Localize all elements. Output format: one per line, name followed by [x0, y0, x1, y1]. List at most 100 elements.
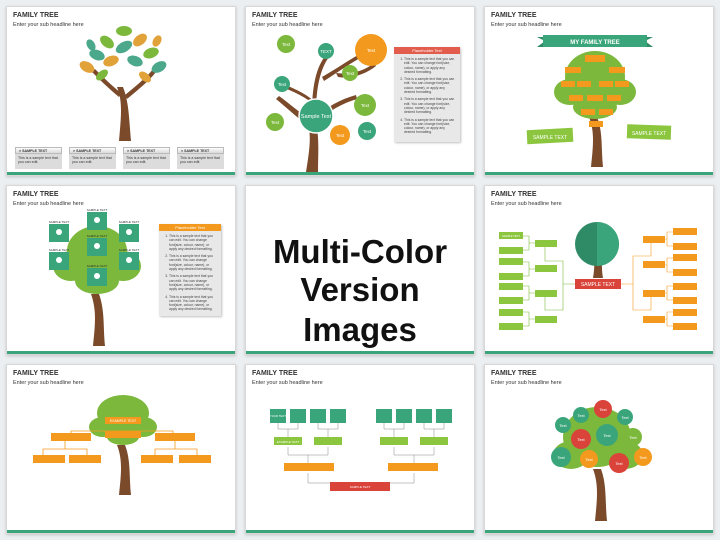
info-box-4: > SAMPLE TEXT This is a sample text that…	[177, 147, 224, 173]
banner-tree-illustration: MY FAMILY TREE SAMPLE TEXT SAMPLE TEXT	[526, 35, 672, 167]
circle-label: Text	[621, 415, 629, 420]
bubble-label: Text	[361, 103, 370, 108]
info-box-label: > SAMPLE TEXT	[69, 147, 116, 154]
placeholder-panel: Placeholder Text This is a sample text t…	[159, 224, 221, 316]
flag-left-label: SAMPLE TEXT	[533, 135, 567, 141]
panel-item: This is a sample text that you can edit.…	[404, 77, 456, 94]
panel-item: This is a sample text that you can edit.…	[169, 274, 217, 291]
bubble-label-center: Sample Text	[301, 114, 332, 120]
circle-label: Text	[577, 413, 585, 418]
info-box-label: > SAMPLE TEXT	[177, 147, 224, 154]
slide-subtitle: Enter your sub headline here	[13, 201, 84, 207]
circle-labels: Text Text Text Text Text Text Text Text …	[557, 407, 647, 466]
panel-list: This is a sample text that you can edit.…	[159, 231, 221, 318]
slide-subtitle: Enter your sub headline here	[491, 380, 562, 386]
bubble-label: Text	[278, 82, 287, 87]
slide-title: FAMILY TREE	[491, 370, 537, 377]
portrait-name: SAMPLE TEXT	[87, 264, 108, 268]
bubble-label: Text	[346, 71, 355, 76]
example-text-label: EXAMPLE TEXT	[277, 440, 300, 444]
leaf-label: SAMPLE TEXT	[502, 234, 520, 238]
slide-title: FAMILY TREE	[13, 12, 59, 19]
portrait-name: SAMPLE TEXT	[49, 248, 70, 252]
slide-subtitle: Enter your sub headline here	[252, 22, 323, 28]
flag-right-label: SAMPLE TEXT	[632, 131, 666, 137]
slide-thumbnail-3[interactable]: FAMILY TREE Enter your sub headline here…	[484, 6, 714, 176]
slide-thumbnail-7[interactable]: FAMILY TREE Enter your sub headline here…	[245, 364, 475, 534]
panel-header: Placeholder Text	[159, 224, 221, 231]
circle-label: Text	[615, 461, 623, 466]
caption-line-1: Multi-Color	[272, 233, 448, 270]
bubble-label: Text	[336, 133, 345, 138]
sample-text-label: SAMPLE TEXT	[350, 485, 371, 489]
bubble-labels: Text Text TEXT Text Text Text Text Text …	[271, 42, 376, 138]
center-label: SAMPLE TEXT	[581, 282, 615, 288]
portrait-name: SAMPLE TEXT	[119, 248, 140, 252]
bubble-label: Text	[282, 42, 291, 47]
info-box-text: This is a sample text that you can edit.	[69, 154, 116, 169]
circle-label: Text	[629, 435, 637, 440]
slide-subtitle: Enter your sub headline here	[491, 201, 562, 207]
circle-label: Text	[577, 437, 585, 442]
placeholder-panel: Placeholder Text This is a sample text t…	[394, 47, 460, 142]
portrait-name: SAMPLE TEXT	[87, 208, 108, 212]
bracket-tree-illustration: SAMPLE TEXT SAMPLE TEXT	[499, 222, 697, 330]
slide-thumbnail-6[interactable]: FAMILY TREE Enter your sub headline here…	[6, 364, 236, 534]
bubble-label: Text	[367, 48, 376, 53]
panel-item: This is a sample text that you can edit.…	[404, 57, 456, 74]
caption-line-2: Version Images	[300, 271, 420, 348]
slide-thumbnail-5[interactable]: FAMILY TREE Enter your sub headline here…	[484, 185, 714, 355]
circle-label: Text	[585, 457, 593, 462]
slide-title: FAMILY TREE	[252, 370, 298, 377]
slide-title: FAMILY TREE	[13, 191, 59, 198]
portrait-name: SAMPLE TEXT	[49, 220, 70, 224]
panel-header: Placeholder Text	[394, 47, 460, 54]
panel-item: This is a sample text that you can edit.…	[404, 97, 456, 114]
info-box-label: > SAMPLE TEXT	[123, 147, 170, 154]
portrait-tree-illustration: SAMPLE TEXT SAMPLE TEXT SAMPLE TEXT SAMP…	[49, 208, 141, 346]
info-box-2: > SAMPLE TEXT This is a sample text that…	[69, 147, 116, 173]
slide-title: FAMILY TREE	[491, 12, 537, 19]
info-box-3: > SAMPLE TEXT This is a sample text that…	[123, 147, 170, 173]
slide-title: FAMILY TREE	[491, 191, 537, 198]
slide-subtitle: Enter your sub headline here	[252, 380, 323, 386]
portrait-name: SAMPLE TEXT	[87, 234, 108, 238]
slide-subtitle: Enter your sub headline here	[13, 380, 84, 386]
caption-tile: Multi-Color Version Images	[245, 185, 475, 355]
panel-item: This is a sample text that you can edit.…	[169, 234, 217, 251]
slide-subtitle: Enter your sub headline here	[491, 22, 562, 28]
portrait-name: SAMPLE TEXT	[119, 220, 140, 224]
org-node-label: EXAMPLE TEXT	[110, 419, 137, 423]
circle-label: Text	[557, 455, 565, 460]
panel-item: This is a sample text that you can edit.…	[169, 295, 217, 312]
slide-title: FAMILY TREE	[252, 12, 298, 19]
slide-thumbnail-8[interactable]: FAMILY TREE Enter your sub headline here…	[484, 364, 714, 534]
panel-item: This is a sample text that you can edit.…	[169, 254, 217, 271]
info-box-text: This is a sample text that you can edit.	[123, 154, 170, 169]
info-box-text: This is a sample text that you can edit.	[15, 154, 62, 169]
slide-title: FAMILY TREE	[13, 370, 59, 377]
info-box-1: > SAMPLE TEXT This is a sample text that…	[15, 147, 62, 173]
circle-label: Text	[639, 455, 647, 460]
slide-thumbnail-1[interactable]: FAMILY TREE Enter your sub headline here…	[6, 6, 236, 176]
bubble-label: TEXT	[320, 49, 332, 54]
hierarchy-boxes-illustration: YOUR TEXT EXAMPLE TEXT SAMPLE TEXT	[270, 409, 452, 491]
panel-item: This is a sample text that you can edit.…	[404, 118, 456, 135]
bubble-label: Text	[271, 120, 280, 125]
slide-thumbnail-4[interactable]: FAMILY TREE Enter your sub headline here…	[6, 185, 236, 355]
circle-label: Text	[559, 423, 567, 428]
banner-title: MY FAMILY TREE	[570, 40, 620, 46]
slide-thumbnail-2[interactable]: FAMILY TREE Enter your sub headline here…	[245, 6, 475, 176]
circle-label: Text	[603, 433, 611, 438]
info-box-label: > SAMPLE TEXT	[15, 147, 62, 154]
tree-illustration	[79, 26, 167, 141]
circle-tree-illustration: Text Text Text Text Text Text Text Text …	[551, 400, 652, 521]
bubble-tree-illustration: Text Text TEXT Text Text Text Text Text …	[266, 34, 387, 172]
info-box-text: This is a sample text that you can edit.	[177, 154, 224, 169]
org-tree-illustration: EXAMPLE TEXT	[33, 395, 211, 495]
circle-label: Text	[599, 407, 607, 412]
panel-list: This is a sample text that you can edit.…	[394, 54, 460, 141]
portrait-names: SAMPLE TEXT SAMPLE TEXT SAMPLE TEXT SAMP…	[49, 208, 140, 268]
your-text-label: YOUR TEXT	[270, 414, 286, 418]
bubble-label: Text	[363, 129, 372, 134]
